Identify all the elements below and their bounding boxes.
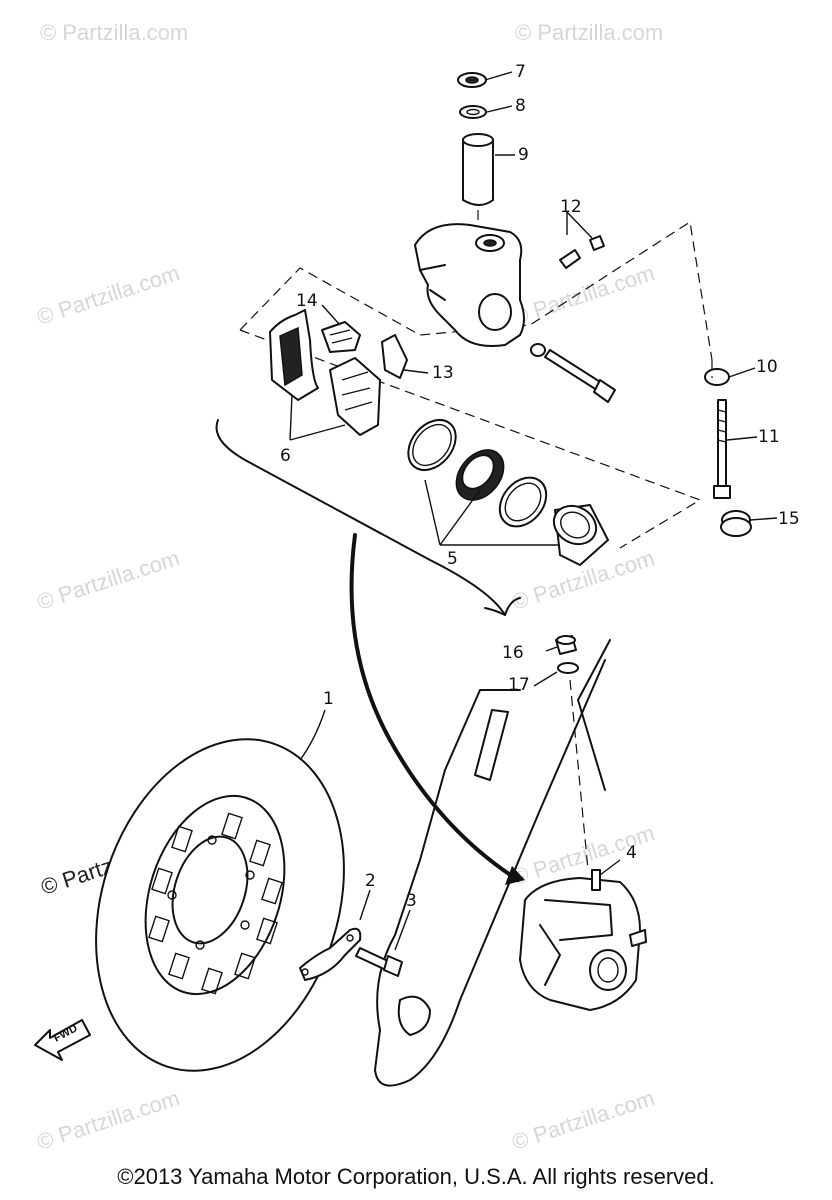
axis-line-16 [569,679,589,871]
copyright-notice: ©2013 Yamaha Motor Corporation, U.S.A. A… [117,1164,715,1189]
caliper-bracket [414,223,525,347]
watermark: © Partzilla.com [40,20,188,45]
callout-3: 3 [406,891,417,911]
callout-14: 14 [296,291,318,311]
callout-4: 4 [626,843,637,863]
callout-1: 1 [323,689,334,709]
part-11-bolt [713,399,731,499]
fwd-arrow: FWD [34,1019,91,1061]
callouts: 1 2 3 4 5 6 7 8 9 10 11 12 13 14 15 16 1… [280,62,800,911]
watermark: © Partzilla.com [34,1085,183,1155]
part-6-brake-pads [269,309,381,436]
part-2-lock-plate [299,927,362,981]
part-3-bolt [355,947,403,977]
part-15-boot [720,510,752,537]
watermark: © Partzilla.com [509,1085,658,1155]
callout-9: 9 [518,145,529,165]
leader-lines [289,71,778,951]
callout-15: 15 [778,509,800,529]
watermark: © Partzilla.com [515,20,663,45]
part-13-clip [381,334,408,379]
watermark: © Partzilla.com [509,260,658,330]
part-9-sleeve-pin [462,133,494,206]
callout-2: 2 [365,871,376,891]
part-16-nut [555,635,577,655]
callout-10: 10 [756,357,778,377]
part-7-cap-nut [457,72,487,88]
callout-12: 12 [560,197,582,217]
watermark: © Partzilla.com [34,260,183,330]
part-12-bleeder [559,235,605,269]
callout-8: 8 [515,96,526,116]
callout-17: 17 [508,675,530,695]
watermark: © Partzilla.com [34,545,183,615]
callout-13: 13 [432,363,454,383]
caliper-bolt [530,343,616,403]
part-14-pad-spring [321,321,361,353]
part-4-caliper-assembly [519,869,647,1011]
part-8-washer [459,105,487,119]
callout-7: 7 [515,62,526,82]
callout-6: 6 [280,446,291,466]
part-17-washer [557,662,579,674]
callout-16: 16 [502,643,524,663]
part-1-brake-disc [95,738,345,1072]
callout-11: 11 [758,427,780,447]
callout-5: 5 [447,549,458,569]
assembly-arrow [349,533,520,882]
part-5-seals-piston [407,418,609,566]
part-10-washer [704,368,730,386]
